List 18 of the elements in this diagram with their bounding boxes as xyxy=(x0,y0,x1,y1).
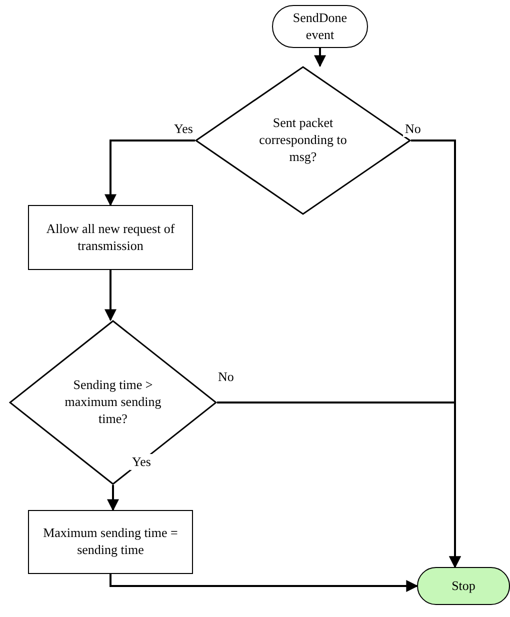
edge-label: Yes xyxy=(130,454,153,470)
node-label: Sending time > maximum sending time? xyxy=(64,377,162,428)
node-label: Sent packet corresponding to msg? xyxy=(258,115,348,166)
node-label: Allow all new request of transmission xyxy=(46,220,176,254)
process-box xyxy=(28,510,193,574)
terminal-box xyxy=(417,567,510,605)
arrow xyxy=(104,140,195,206)
node-label: Stop xyxy=(452,578,476,594)
arrow xyxy=(314,48,326,68)
node-label: SendDone event xyxy=(292,10,348,44)
node-label: Maximum sending time = sending time xyxy=(42,525,179,559)
arrow xyxy=(110,574,418,592)
arrow xyxy=(104,270,116,322)
decision-diamond xyxy=(9,320,217,485)
terminal-box xyxy=(272,5,368,48)
process-box xyxy=(28,205,193,270)
arrow xyxy=(217,402,461,568)
arrow xyxy=(107,485,119,512)
